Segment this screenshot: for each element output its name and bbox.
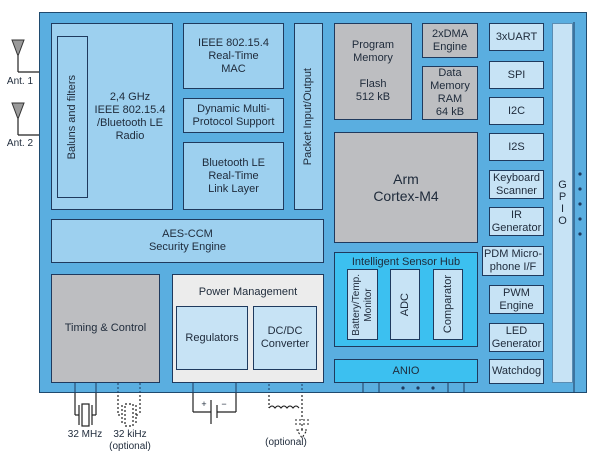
inductor-optional-label: (optional) [265,437,307,448]
dcdc-converter-block: DC/DC Converter [253,306,317,370]
keyboard-scanner-block: Keyboard Scanner [489,170,544,199]
aes-security-block: AES-CCM Security Engine [51,219,324,263]
multiprotocol-block: Dynamic Multi- Protocol Support [183,98,284,133]
cpu-block: Arm Cortex-M4 [334,132,478,243]
battery-minus-label: − [221,399,227,409]
program-memory-block: Program Memory Flash 512 kB [334,23,412,120]
packet-io-label: Packet Input/Output [302,67,314,166]
power-management-title: Power Management [198,286,298,298]
anio-block: ANIO [334,359,478,383]
pwm-engine-block: PWM Engine [489,285,544,314]
sensor-hub-title: Intelligent Sensor Hub [351,256,461,268]
packet-io-block: Packet Input/Output [294,23,323,210]
capacitor-ground-icon [295,419,309,440]
crystal-32mhz-icon [74,383,97,427]
antenna-2-label: Ant. 2 [6,138,34,149]
antenna-1-label: Ant. 1 [6,76,34,87]
ieee-mac-block: IEEE 802.15.4 Real-Time MAC [183,23,284,89]
crystal-32mhz-label: 32 MHz [67,429,103,440]
comparator-label: Comparator [441,275,454,334]
pdm-microphone-block: PDM Micro- phone I/F [482,246,544,276]
watchdog-block: Watchdog [489,359,544,384]
battery-monitor-label: Battery/Temp. Monitor [350,273,374,336]
battery-monitor-block: Battery/Temp. Monitor [347,269,378,340]
gpio-block: G P I O [552,23,573,383]
spi-block: SPI [489,61,544,89]
regulators-block: Regulators [176,306,248,370]
uart-block: 3xUART [489,23,544,51]
baluns-label: Baluns and filters [66,74,78,160]
i2c-block: I2C [489,97,544,125]
radio-title: 2,4 GHz IEEE 802.15.4 /Bluetooth LE Radi… [94,90,166,142]
i2s-block: I2S [489,133,544,161]
ir-generator-block: IR Generator [489,207,544,236]
inductor-coil [268,405,300,409]
baluns-filters-block: Baluns and filters [57,36,88,198]
dma-engine-block: 2xDMA Engine [422,23,478,58]
ble-link-layer-block: Bluetooth LE Real-Time Link Layer [183,142,284,210]
timing-control-block: Timing & Control [51,274,160,383]
led-generator-block: LED Generator [489,323,544,352]
comparator-block: Comparator [433,269,463,340]
adc-label: ADC [398,292,411,317]
data-memory-block: Data Memory RAM 64 kB [422,66,478,120]
battery-plus-label: + [201,399,207,409]
adc-block: ADC [390,269,420,340]
crystal-32khz-label: 32 kiHz (optional) [109,429,151,452]
